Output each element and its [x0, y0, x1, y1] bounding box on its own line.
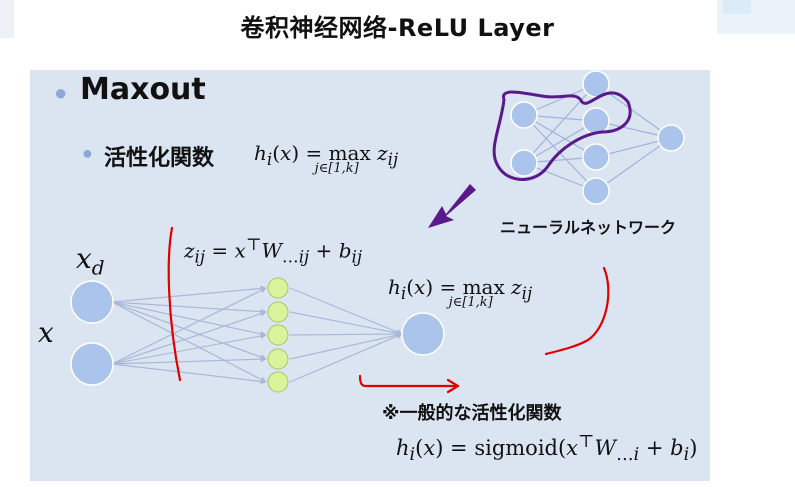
diagram-drawing — [70, 70, 685, 394]
main-output-node — [401, 312, 445, 356]
corner-decoration-right-accent — [723, 0, 751, 14]
formula-sigmoid: hi(x) = sigmoid(x⊤W…i + bi) — [396, 432, 698, 466]
red-bracket-left — [167, 226, 182, 382]
network-label: ニューラルネットワーク — [500, 218, 677, 237]
bullet-dot: ● — [82, 143, 93, 163]
main-network-edges — [111, 285, 403, 385]
input-label-xd: xd — [76, 242, 105, 280]
general-activation-label: ※一般的な活性化関数 — [382, 403, 562, 424]
red-bracket-right — [544, 266, 610, 356]
purple-arrow-icon — [428, 184, 476, 228]
mini-network-nodes — [510, 70, 685, 205]
mini-network-edges — [523, 83, 672, 192]
red-arrow-icon — [358, 374, 458, 388]
main-hidden-nodes — [267, 277, 289, 393]
slide-subheading: 活性化関数 — [104, 146, 215, 171]
page-title: 卷积神经网络-ReLU Layer — [240, 14, 555, 42]
bullet-dot: ● — [54, 80, 68, 105]
slide-heading: Maxout — [80, 72, 206, 107]
main-input-nodes — [70, 280, 114, 386]
purple-enclosure — [492, 90, 632, 181]
corner-decoration-left — [0, 0, 14, 38]
formula-z: zij = x⊤W…ij + bij — [184, 235, 362, 267]
input-label-x: x — [38, 316, 54, 349]
